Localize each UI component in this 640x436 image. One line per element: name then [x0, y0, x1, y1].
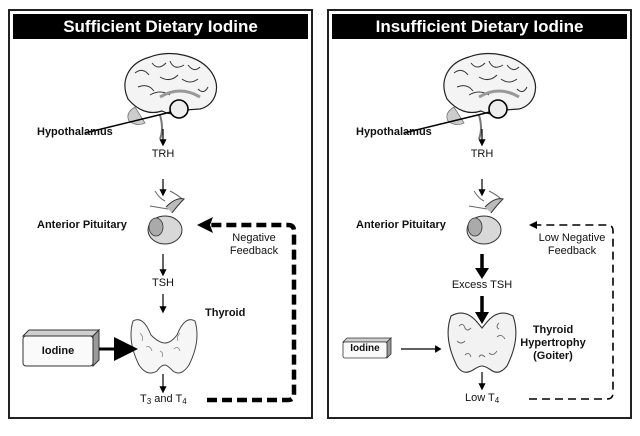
label-anterior-pituitary: Anterior Pituitary — [356, 219, 446, 231]
negative-feedback-path — [207, 222, 297, 403]
iodine-block-icon — [21, 328, 101, 368]
t4-sub: 4 — [494, 396, 500, 405]
t4-sub: 4 — [182, 397, 187, 406]
thyroid-line1: Thyroid — [532, 324, 574, 336]
t-prefix: T — [140, 393, 147, 405]
goiter-icon — [447, 312, 517, 373]
hypothalamus-circle — [488, 99, 508, 119]
label-trh: TRH — [470, 148, 494, 160]
label-anterior-pituitary: Anterior Pituitary — [37, 219, 127, 231]
low-t-prefix: Low T — [465, 392, 495, 404]
thyroid-line2: Hypertrophy — [520, 337, 586, 349]
feedback-arrowhead — [529, 221, 537, 229]
feedback-arrowhead — [197, 217, 213, 233]
brain-icon — [443, 52, 536, 140]
label-iodine: Iodine — [350, 343, 380, 354]
t-mid: and T — [151, 393, 183, 405]
thyroid-icon — [130, 319, 198, 374]
panel-insufficient-iodine: Insufficient Dietary Iodine — [327, 9, 632, 419]
brain-icon — [124, 52, 217, 140]
t3-sub: 3 — [146, 397, 152, 406]
label-trh: TRH — [151, 148, 175, 160]
label-iodine: Iodine — [41, 345, 75, 357]
label-hypothalamus: Hypothalamus — [37, 126, 113, 138]
panel-title: Insufficient Dietary Iodine — [332, 14, 627, 39]
hypothalamus-pointer — [84, 111, 172, 134]
iodine-block-icon — [342, 337, 392, 359]
low-negative-feedback-path — [529, 224, 614, 400]
arrow-pituitary-tsh-head — [475, 268, 489, 279]
panel-sufficient-iodine: Sufficient Dietary Iodine — [8, 9, 313, 419]
label-t3-t4: T3 and T4 — [140, 393, 187, 406]
label-low-negative-feedback: Low Negative Feedback — [529, 232, 615, 258]
label-thyroid-hypertrophy: Thyroid Hypertrophy (Goiter) — [513, 324, 593, 363]
pituitary-icon — [147, 190, 185, 245]
feedback-line1: Negative — [232, 232, 276, 244]
hypothalamus-circle — [169, 99, 189, 119]
feedback-line1: Low Negative — [538, 232, 606, 244]
label-thyroid: Thyroid — [205, 307, 246, 319]
arrow-tsh-thyroid-head — [475, 312, 489, 324]
feedback-line2: Feedback — [547, 245, 597, 257]
panel-title: Sufficient Dietary Iodine — [13, 14, 308, 39]
feedback-line2: Feedback — [229, 245, 279, 257]
diagram-art — [21, 52, 297, 403]
pituitary-icon — [466, 190, 504, 245]
label-hypothalamus: Hypothalamus — [356, 126, 432, 138]
thyroid-line3: (Goiter) — [533, 350, 573, 362]
hypothalamus-pointer — [403, 111, 491, 134]
label-tsh: TSH — [152, 277, 174, 289]
label-low-t4: Low T4 — [465, 392, 499, 405]
label-excess-tsh: Excess TSH — [451, 279, 513, 291]
label-negative-feedback: Negative Feedback — [220, 232, 288, 258]
diagram-art — [342, 52, 614, 400]
